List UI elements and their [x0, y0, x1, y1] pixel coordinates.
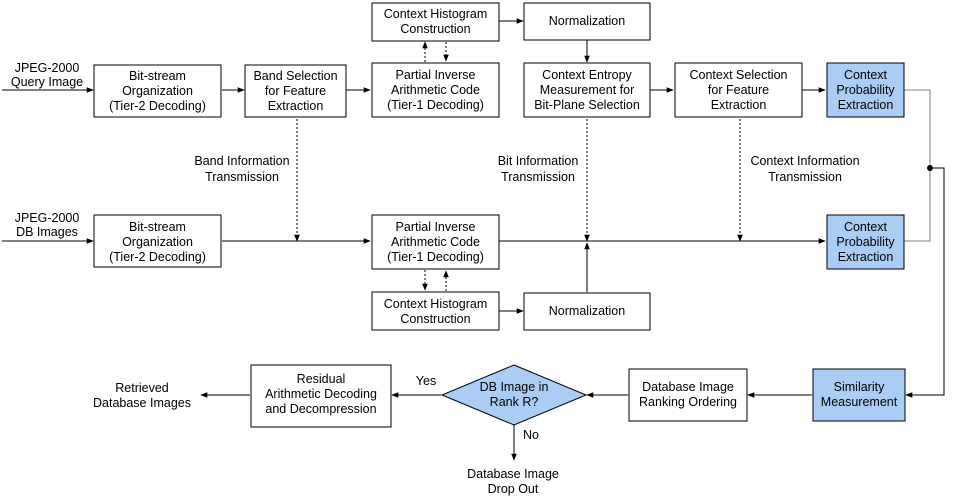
similarity-line-1: Similarity [834, 380, 885, 394]
bitstream-db-line-2: Organization [122, 235, 193, 249]
context-entropy-line-3: Bit-Plane Selection [534, 98, 640, 112]
partial-inverse-db-line-2: Arithmetic Code [391, 235, 480, 249]
residual-line-3: and Decompression [265, 402, 376, 416]
label-band-information: Band Information Transmission [194, 154, 289, 184]
box-band-selection: Band Selection for Feature Extraction [244, 64, 347, 118]
label-yes: Yes [416, 374, 436, 388]
ranking-line-2: Ranking Ordering [639, 395, 737, 409]
bitstream-top-line-1: Bit-stream [129, 69, 186, 83]
db-line-1: JPEG-2000 [15, 211, 80, 225]
partial-inverse-top-line-1: Partial Inverse [396, 68, 476, 82]
drop-out-line-1: Database Image [467, 467, 559, 481]
label-drop-out: Database Image Drop Out [467, 467, 559, 496]
box-ranking-ordering: Database Image Ranking Ordering [628, 368, 748, 422]
context-hist-db-line-1: Context Histogram [384, 297, 488, 311]
bit-info-line-1: Bit Information [498, 154, 579, 168]
partial-inverse-db-line-1: Partial Inverse [396, 220, 476, 234]
box-context-histogram-top: Context Histogram Construction [371, 2, 500, 42]
band-selection-line-3: Extraction [268, 99, 324, 113]
label-retrieved-images: Retrieved Database Images [93, 381, 191, 410]
connector-prob-db-to-merge [904, 168, 931, 242]
context-prob-db-line-3: Extraction [838, 250, 894, 264]
bitstream-top-line-2: Organization [122, 84, 193, 98]
band-info-line-1: Band Information [194, 154, 289, 168]
box-similarity-measurement: Similarity Measurement [812, 368, 906, 422]
ranking-line-1: Database Image [642, 380, 734, 394]
db-line-2: DB Images [16, 225, 78, 239]
bitstream-top-line-3: (Tier-2 Decoding) [109, 99, 206, 113]
context-info-line-2: Transmission [768, 170, 842, 184]
partial-inverse-top-line-3: (Tier-1 Decoding) [387, 98, 484, 112]
decision-diamond-rank: DB Image in Rank R? [440, 364, 588, 426]
context-info-line-1: Context Information [750, 154, 859, 168]
retrieved-line-2: Database Images [93, 396, 191, 410]
context-selection-line-2: for Feature [708, 83, 769, 97]
normalization-db-label: Normalization [549, 304, 625, 318]
band-selection-line-2: for Feature [265, 84, 326, 98]
label-bit-information: Bit Information Transmission [498, 154, 579, 184]
partial-inverse-top-line-2: Arithmetic Code [391, 83, 480, 97]
decision-line-2: Rank R? [490, 395, 539, 409]
context-prob-db-line-2: Probability [836, 235, 895, 249]
context-entropy-line-1: Context Entropy [542, 68, 632, 82]
partial-inverse-db-line-3: (Tier-1 Decoding) [387, 250, 484, 264]
residual-line-2: Arithmetic Decoding [265, 387, 377, 401]
decision-line-1: DB Image in [480, 380, 549, 394]
box-bitstream-db: Bit-stream Organization (Tier-2 Decoding… [93, 214, 222, 268]
context-prob-top-line-2: Probability [836, 83, 895, 97]
query-line-2: Query Image [11, 75, 83, 89]
similarity-line-2: Measurement [821, 395, 898, 409]
box-context-entropy: Context Entropy Measurement for Bit-Plan… [523, 62, 651, 118]
label-query-image: JPEG-2000 Query Image [11, 61, 83, 89]
connector-merge-to-similarity [905, 167, 945, 398]
box-partial-inverse-top: Partial Inverse Arithmetic Code (Tier-1 … [371, 62, 500, 118]
residual-line-1: Residual [297, 372, 346, 386]
normalization-top-label: Normalization [549, 14, 625, 28]
box-context-probability-db: Context Probability Extraction [826, 214, 905, 270]
drop-out-line-2: Drop Out [488, 482, 539, 496]
context-prob-top-line-3: Extraction [838, 98, 894, 112]
context-entropy-line-2: Measurement for [540, 83, 634, 97]
box-context-histogram-db: Context Histogram Construction [371, 291, 500, 331]
label-db-images: JPEG-2000 DB Images [15, 211, 80, 239]
connector-prob-top-to-merge [904, 89, 931, 168]
label-context-information: Context Information Transmission [750, 154, 859, 184]
band-selection-line-1: Band Selection [253, 69, 337, 83]
bitstream-db-line-1: Bit-stream [129, 220, 186, 234]
context-selection-line-1: Context Selection [690, 68, 788, 82]
box-context-probability-top: Context Probability Extraction [826, 62, 905, 118]
bit-info-line-2: Transmission [501, 170, 575, 184]
bitstream-db-line-3: (Tier-2 Decoding) [109, 250, 206, 264]
band-info-line-2: Transmission [205, 170, 279, 184]
box-bitstream-top: Bit-stream Organization (Tier-2 Decoding… [93, 64, 222, 118]
context-hist-db-line-2: Construction [400, 312, 470, 326]
context-selection-line-3: Extraction [711, 98, 767, 112]
label-no: No [523, 428, 539, 442]
context-prob-db-line-1: Context [844, 220, 888, 234]
box-residual-decoding: Residual Arithmetic Decoding and Decompr… [250, 364, 392, 428]
box-normalization-top: Normalization [523, 2, 651, 41]
retrieved-line-1: Retrieved [115, 381, 169, 395]
context-hist-top-line-2: Construction [400, 22, 470, 36]
context-prob-top-line-1: Context [844, 68, 888, 82]
box-partial-inverse-db: Partial Inverse Arithmetic Code (Tier-1 … [371, 214, 500, 270]
context-hist-top-line-1: Context Histogram [384, 7, 488, 21]
box-normalization-db: Normalization [523, 292, 651, 331]
box-context-selection: Context Selection for Feature Extraction [674, 62, 803, 118]
query-line-1: JPEG-2000 [15, 61, 80, 75]
